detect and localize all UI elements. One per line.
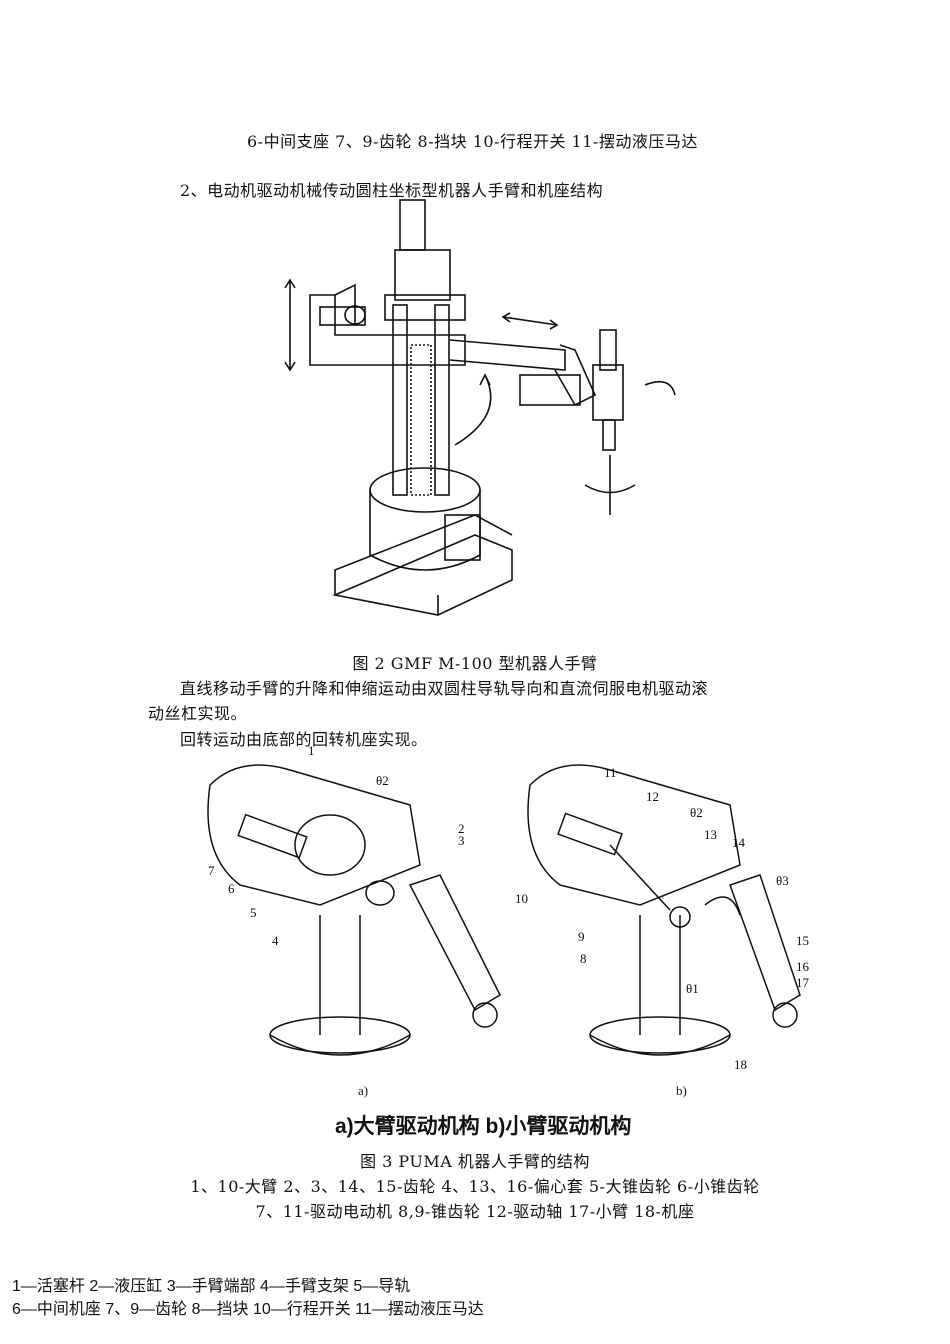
fig3-label-17: 17 <box>796 975 810 990</box>
figure-3-subtitle: a)大臂驱动机构 b)小臂驱动机构 <box>335 1115 632 1138</box>
fig3-label-2: 2 <box>458 821 465 836</box>
figure-3-legend-line-2: 7、11-驱动电动机 8,9-锥齿轮 12-驱动轴 17-小臂 18-机座 <box>255 1202 695 1221</box>
fig3-label-15: 15 <box>796 933 809 948</box>
fig3-theta-b-3: θ3 <box>776 873 789 888</box>
fig3-label-9: 9 <box>578 929 585 944</box>
fig3-label-10: 10 <box>515 891 528 906</box>
bottom-legend-line-2: 6—中间机座 7、9—齿轮 8—挡块 10—行程开关 11—摆动液压马达 <box>12 1301 484 1318</box>
figure-2-robot-arm-drawing <box>284 199 676 616</box>
fig3-label-5: 5 <box>250 905 257 920</box>
fig3-sub-b: b) <box>676 1083 687 1098</box>
fig3-theta-b-1: θ1 <box>686 981 699 996</box>
fig3-label-3: 3 <box>458 833 465 848</box>
figure-2-caption: 图 2 GMF M-100 型机器人手臂 <box>352 654 598 673</box>
fig3-label-14: 14 <box>732 835 746 850</box>
fig3-label-13: 13 <box>704 827 717 842</box>
figure-3-puma-drawing: 1 2 3 4 5 6 7 θ2 8 9 10 11 12 13 14 15 1… <box>207 745 810 1098</box>
fig3-label-12: 12 <box>646 789 659 804</box>
fig3-label-1: 1 <box>308 745 315 758</box>
figure-3-legend-line-1: 1、10-大臂 2、3、14、15-齿轮 4、13、16-偏心套 5-大锥齿轮 … <box>190 1177 760 1196</box>
fig3-label-4: 4 <box>272 933 279 948</box>
figure-3-caption: 图 3 PUMA 机器人手臂的结构 <box>360 1152 590 1171</box>
paragraph-1-line-2: 动丝杠实现。 <box>148 704 248 723</box>
top-caption: 6-中间支座 7、9-齿轮 8-挡块 10-行程开关 11-摆动液压马达 <box>247 132 698 151</box>
fig3-label-11: 11 <box>604 765 617 780</box>
bottom-legend-line-1: 1—活塞杆 2—液压缸 3—手臂端部 4—手臂支架 5—导轨 <box>12 1278 411 1295</box>
paragraph-1-line-1: 直线移动手臂的升降和伸缩运动由双圆柱导轨导向和直流伺服电机驱动滚 <box>180 679 709 698</box>
paragraph-2: 回转运动由底部的回转机座实现。 <box>180 730 428 749</box>
fig3-sub-a: a) <box>358 1083 368 1098</box>
fig3-label-16: 16 <box>796 959 810 974</box>
fig3-label-7: 7 <box>208 863 215 878</box>
fig3-label-8: 8 <box>580 951 587 966</box>
fig3-label-18: 18 <box>734 1057 747 1072</box>
fig3-label-6: 6 <box>228 881 235 896</box>
fig3-theta-a: θ2 <box>376 773 389 788</box>
section-heading: 2、电动机驱动机械传动圆柱坐标型机器人手臂和机座结构 <box>180 181 604 200</box>
fig3-theta-b-2: θ2 <box>690 805 703 820</box>
